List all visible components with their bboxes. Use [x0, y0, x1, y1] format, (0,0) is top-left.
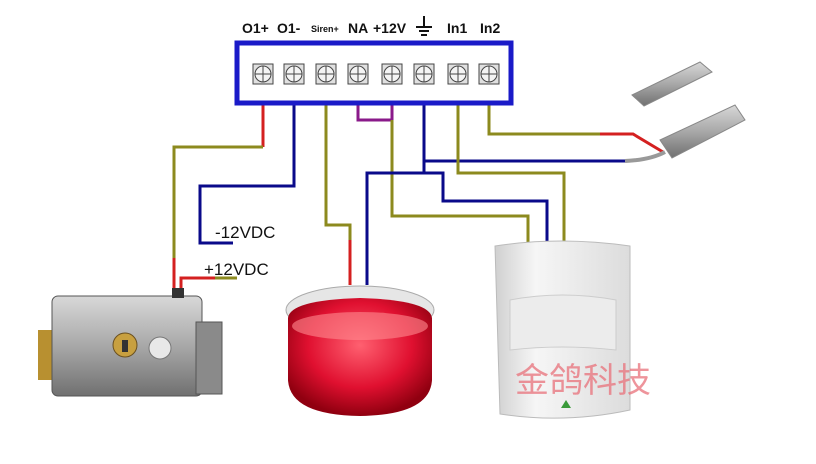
contact-cable: [624, 150, 666, 163]
label-siren-plus: Siren+: [311, 24, 339, 34]
screw-terminal-5: [413, 63, 435, 85]
screw-terminal-4: [381, 63, 403, 85]
ground-icon: [416, 16, 432, 36]
label-o1-plus: O1+: [242, 20, 269, 36]
screw-terminal-2: [315, 63, 337, 85]
screw-terminal-0: [252, 63, 274, 85]
positive-12vdc-label: +12VDC: [204, 260, 269, 279]
pir-motion-detector-icon: [494, 240, 631, 419]
terminal-block: [234, 40, 514, 106]
label-in2: In2: [480, 20, 500, 36]
screw-terminal-7: [478, 63, 500, 85]
electric-lock-icon: [38, 288, 223, 397]
wires: [172, 75, 666, 300]
screw-terminal-1: [283, 63, 305, 85]
screw-terminal-6: [447, 63, 469, 85]
label-na: NA: [348, 20, 368, 36]
label-12v: +12V: [373, 20, 407, 36]
screw-terminal-3: [347, 63, 369, 85]
label-in1: In1: [447, 20, 467, 36]
label-o1-minus: O1-: [277, 20, 301, 36]
magnetic-door-contact-icon: [631, 61, 746, 159]
terminal-labels: O1+ O1- Siren+ NA +12V In1 In2: [242, 16, 500, 36]
negative-12vdc-label: -12VDC: [215, 223, 275, 242]
siren-icon: [285, 285, 435, 416]
watermark: 金鸽科技: [515, 361, 651, 401]
